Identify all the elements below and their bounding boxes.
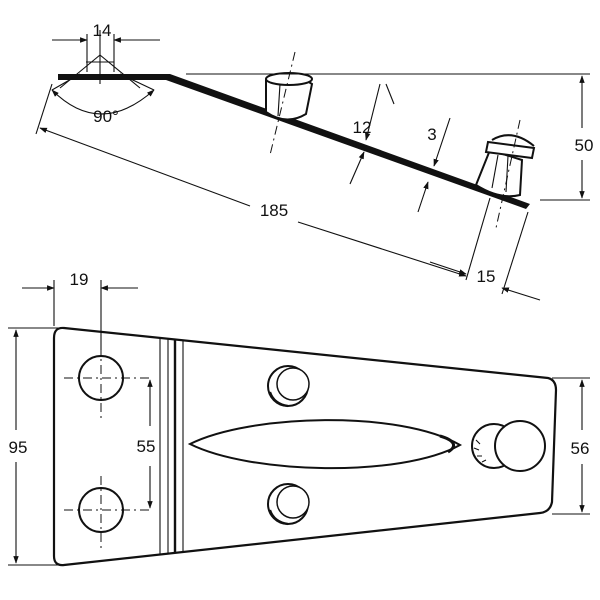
- dim-width-56: 56: [552, 377, 590, 515]
- hole-top: [64, 346, 150, 420]
- dim-label-14: 14: [93, 21, 112, 40]
- hole-bottom: [64, 476, 150, 550]
- dim-length-185: 185: [35, 83, 467, 277]
- dim-width-14: 14: [52, 21, 160, 72]
- side-view: 14 90° 12: [35, 21, 594, 301]
- dim-width-95: 95: [8, 327, 60, 566]
- dim-label-50: 50: [575, 136, 594, 155]
- dim-label-95: 95: [9, 438, 28, 457]
- stud-bottom: [267, 483, 310, 526]
- plan-view: 19 95 55 56: [8, 270, 590, 567]
- center-slot: [187, 419, 463, 470]
- dim-label-19: 19: [70, 270, 89, 289]
- dim-thickness-3: 3: [417, 117, 451, 213]
- bend-lines: [159, 338, 184, 555]
- dim-label-3: 3: [427, 125, 436, 144]
- countersink-detail: [51, 30, 155, 115]
- dim-end-15: 15: [429, 197, 541, 301]
- stud-top: [267, 365, 310, 408]
- side-knob-right: [474, 119, 536, 229]
- dim-spacing-55: 55: [137, 379, 156, 509]
- dim-label-12: 12: [353, 118, 372, 137]
- dim-label-55: 55: [137, 437, 156, 456]
- side-stud-left: [265, 51, 314, 156]
- dim-height-50: 50: [186, 73, 594, 201]
- dim-label-90: 90°: [93, 107, 119, 126]
- plan-knob: [471, 420, 546, 472]
- dim-label-185: 185: [260, 201, 288, 220]
- dim-hole-edge-19: 19: [22, 270, 138, 350]
- dim-offset-12: 12: [349, 83, 395, 185]
- dim-label-56: 56: [571, 439, 590, 458]
- dim-label-15: 15: [477, 267, 496, 286]
